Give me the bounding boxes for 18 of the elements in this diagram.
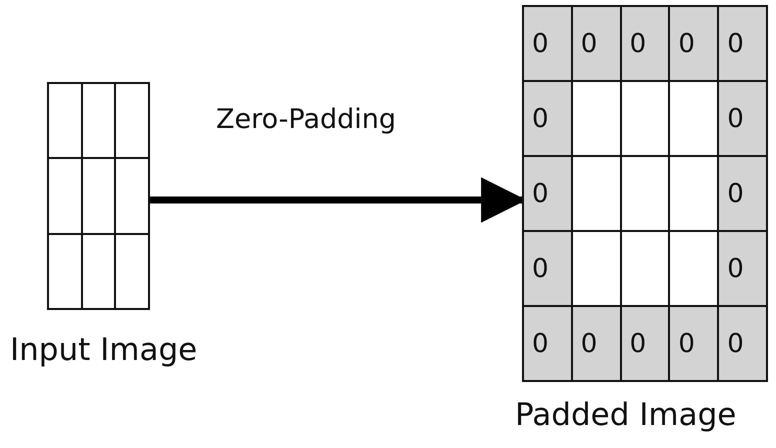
zero-padding-value: 0 [523, 231, 572, 306]
zero-padding-value: 0 [572, 6, 621, 81]
zero-padding-value: 0 [718, 6, 767, 81]
zero-padding-value: 0 [523, 306, 572, 381]
zero-padding-value: 0 [523, 6, 572, 81]
zero-padding-value: 0 [523, 156, 572, 231]
zero-padding-value: 0 [669, 6, 718, 81]
zero-padding-value: 0 [620, 306, 670, 381]
zero-padding-value: 0 [718, 156, 767, 231]
image-caption: Input Image [10, 332, 198, 368]
zero-padding-value: 0 [523, 81, 572, 156]
zero-padding-value: 0 [572, 306, 621, 381]
zero-padding-value: 0 [620, 6, 670, 81]
image-caption: Padded Image [515, 397, 736, 433]
zero-padding-value: 0 [669, 306, 718, 381]
zero-padding-value: 0 [718, 306, 767, 381]
zero-padding-value: 0 [718, 81, 767, 156]
zero-padding-value: 0 [718, 231, 767, 306]
